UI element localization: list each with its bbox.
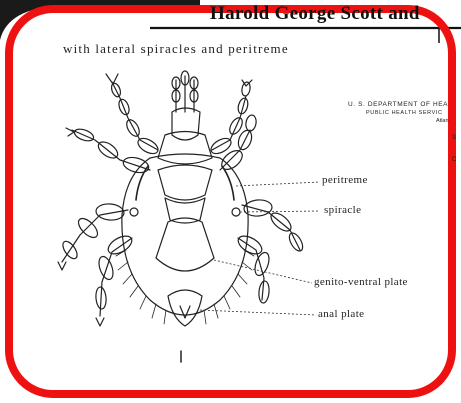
label-spiracle: spiracle (324, 204, 361, 216)
leg-1-left (106, 74, 161, 157)
anal-plate (168, 290, 202, 326)
body-setae (116, 250, 254, 324)
gnathosoma (158, 132, 212, 165)
agency-stamp-line-5: C (452, 157, 456, 163)
agency-stamp-line-3: Atlan (436, 118, 449, 124)
spiracle (232, 208, 240, 216)
leg-4-left (95, 232, 135, 326)
highlight-frame (9, 9, 452, 394)
agency-stamp-line-2: PUBLIC HEALTH SERVIC (366, 110, 443, 116)
genito-ventral-plate (156, 218, 214, 271)
peritreme (222, 166, 234, 200)
leg-1-right (208, 80, 252, 157)
label-anal-plate: anal plate (318, 308, 364, 320)
leg-2-left (66, 127, 150, 175)
agency-stamp-line-1: U. S. DEPARTMENT OF HEA (348, 101, 448, 108)
label-genito-ventral-plate: genito-ventral plate (314, 276, 408, 288)
leg-3-right (242, 199, 305, 253)
agency-stamp-line-4: S (452, 135, 456, 141)
document-title: Harold George Scott and (210, 3, 420, 25)
leg-3-left (58, 203, 128, 270)
sternal-plate (158, 165, 212, 200)
figure-subtitle: with lateral spiracles and peritreme (63, 41, 289, 57)
chelicerae (172, 71, 200, 140)
label-peritreme: peritreme (322, 174, 368, 186)
